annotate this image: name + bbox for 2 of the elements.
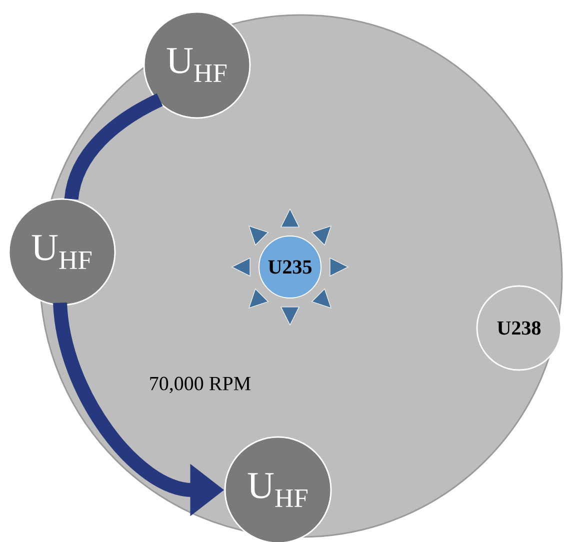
speed-label: 70,000 RPM (150, 376, 251, 394)
node-label: U238 (497, 321, 541, 335)
